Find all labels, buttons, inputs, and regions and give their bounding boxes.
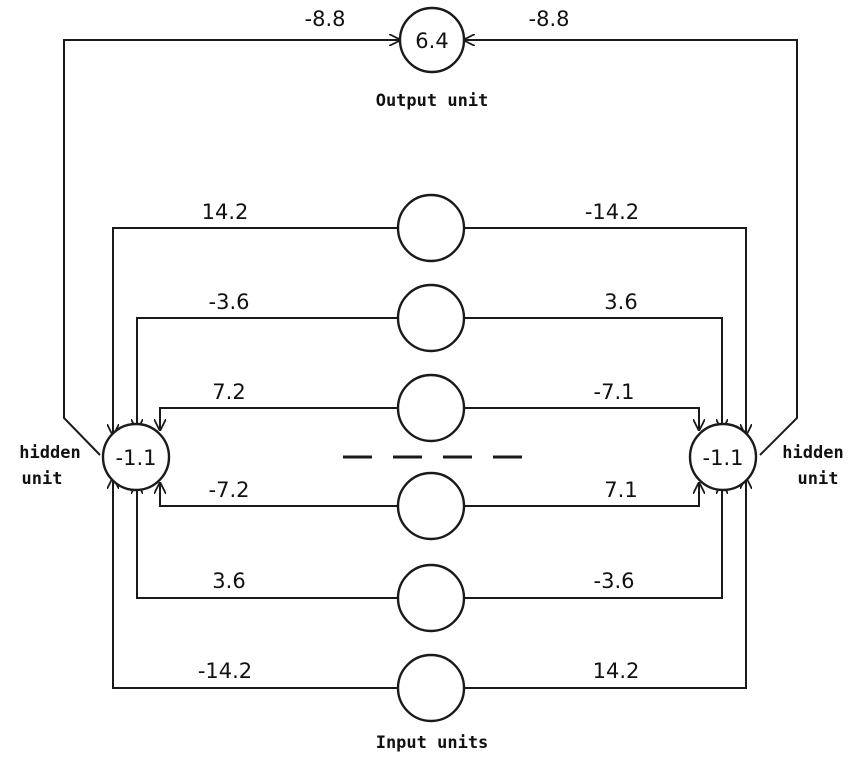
- output-unit: [398, 6, 466, 74]
- weight-right-5: -3.6: [594, 569, 635, 593]
- weight-output-left: -8.8: [305, 7, 346, 31]
- weight-left-4: -7.2: [209, 478, 250, 502]
- input-unit-1: [396, 193, 466, 263]
- input-connection-right-3: [465, 407, 699, 430]
- output-connection-right: [464, 40, 798, 456]
- input-connection-left-4: [160, 483, 398, 507]
- weight-right-4: 7.1: [604, 478, 637, 502]
- input-connection-right-4: [465, 483, 699, 507]
- hidden-unit-left-caption-1: hidden: [19, 443, 80, 463]
- weight-right-2: 3.6: [604, 290, 637, 314]
- input-unit-3: [396, 373, 466, 443]
- input-connection-left-6: [113, 478, 398, 689]
- input-units-caption: Input units: [376, 733, 489, 753]
- weight-output-right: -8.8: [529, 7, 570, 31]
- hidden-unit-left-caption-2: unit: [22, 469, 63, 489]
- weight-right-3: -7.1: [594, 380, 635, 404]
- weight-left-5: 3.6: [212, 569, 245, 593]
- output-connection-left: [63, 40, 400, 456]
- input-connection-right-6: [465, 478, 746, 689]
- hidden-unit-left: [101, 422, 171, 492]
- input-connection-right-5: [465, 483, 722, 599]
- input-unit-5: [396, 563, 466, 633]
- output-unit-value: 6.4: [415, 29, 448, 53]
- hidden-unit-left-value: -1.1: [116, 446, 157, 470]
- input-connection-left-1: [113, 227, 398, 435]
- input-unit-6: [396, 653, 466, 723]
- weight-left-2: -3.6: [209, 290, 250, 314]
- input-connection-right-1: [465, 227, 746, 435]
- weight-right-1: -14.2: [585, 200, 639, 224]
- hidden-unit-right-value: -1.1: [703, 446, 744, 470]
- hidden-unit-right-caption-2: unit: [798, 469, 839, 489]
- hidden-unit-right-caption-1: hidden: [782, 443, 843, 463]
- input-connection-left-3: [160, 407, 398, 430]
- input-connection-right-2: [465, 317, 722, 430]
- input-unit-4: [396, 471, 466, 541]
- input-connection-left-5: [137, 483, 398, 599]
- weight-right-6: 14.2: [593, 659, 640, 683]
- hidden-unit-right: [688, 422, 758, 492]
- input-unit-2: [396, 283, 466, 353]
- weight-left-1: 14.2: [202, 200, 249, 224]
- weight-left-6: -14.2: [198, 659, 252, 683]
- output-unit-caption: Output unit: [376, 91, 489, 111]
- weight-left-3: 7.2: [212, 380, 245, 404]
- input-connection-left-2: [137, 317, 398, 430]
